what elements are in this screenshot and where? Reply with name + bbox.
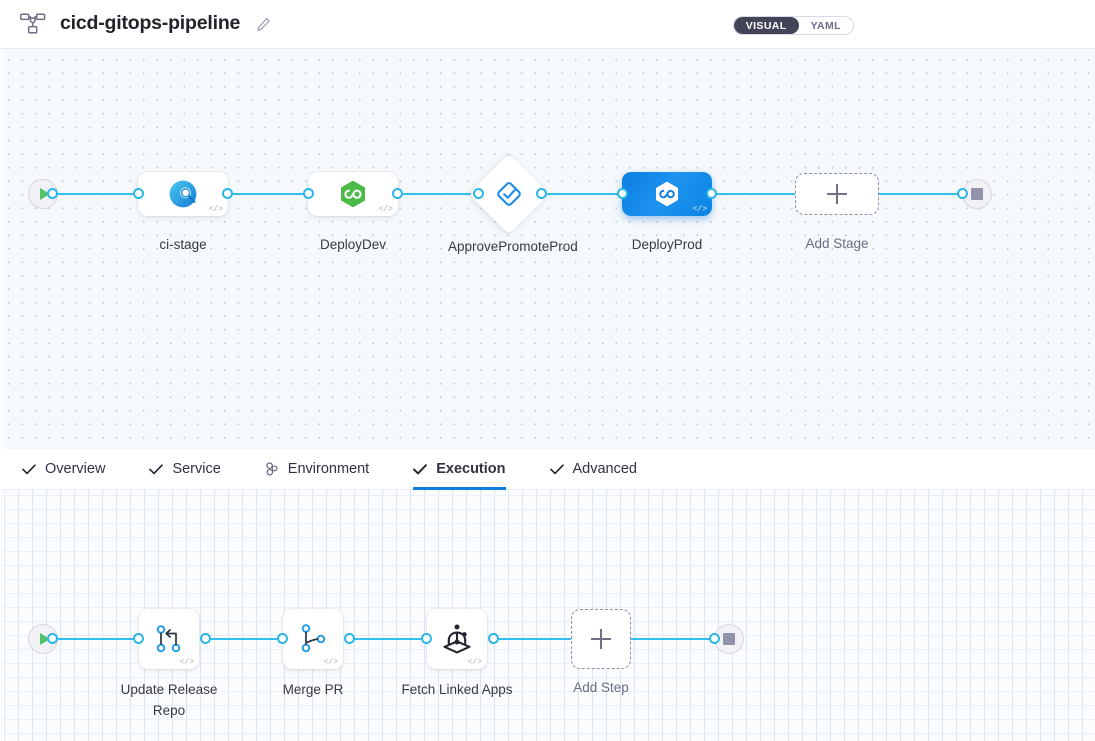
stage-label-ci-stage: ci-stage xyxy=(159,237,207,252)
connector-fetch-to-addstep xyxy=(490,638,574,640)
stage-node-deployprod[interactable]: </> xyxy=(622,172,712,216)
tab-label: Environment xyxy=(287,461,370,477)
port-start-out[interactable] xyxy=(47,188,58,199)
pipeline-hierarchy-icon xyxy=(20,13,46,35)
stage-config-tabs: Overview Service Environment Execution xyxy=(0,449,1095,490)
check-icon xyxy=(549,463,564,475)
toggle-option-yaml[interactable]: YAML xyxy=(810,19,841,32)
argocd-icon xyxy=(443,624,471,654)
stage-label-approvepromoteprod: ApprovePromoteProd xyxy=(448,239,578,254)
check-icon xyxy=(413,463,428,475)
port-ci-stage-in[interactable] xyxy=(133,188,144,199)
connector-addstep-to-end xyxy=(630,638,726,640)
code-badge: </> xyxy=(179,658,194,667)
port-update-in[interactable] xyxy=(133,633,144,644)
port-step-end-in[interactable] xyxy=(709,633,720,644)
add-step-button[interactable] xyxy=(571,609,631,669)
page-header: cicd-gitops-pipeline VISUAL YAML xyxy=(0,0,1095,49)
stop-icon xyxy=(971,188,983,200)
port-approve-out[interactable] xyxy=(536,188,547,199)
port-deployprod-out[interactable] xyxy=(706,188,717,199)
git-merge-icon xyxy=(156,625,181,653)
connector-start-to-ci xyxy=(52,193,148,195)
environment-icon xyxy=(265,462,279,476)
view-mode-toggle[interactable]: VISUAL YAML xyxy=(732,16,854,35)
code-badge: </> xyxy=(692,205,707,214)
port-deploydev-out[interactable] xyxy=(392,188,403,199)
header-left-group: cicd-gitops-pipeline xyxy=(20,13,271,35)
tab-label: Advanced xyxy=(572,461,638,477)
tab-service[interactable]: Service xyxy=(149,449,221,490)
canvas-left-fade xyxy=(0,49,6,449)
port-step-start-out[interactable] xyxy=(47,633,58,644)
stage-graph-canvas[interactable]: </> ci-stage </> DeployDev ApprovePromot… xyxy=(0,49,1095,449)
tab-advanced[interactable]: Advanced xyxy=(549,449,638,490)
stage-node-ci-stage[interactable]: </> xyxy=(138,172,228,216)
code-badge: </> xyxy=(467,658,482,667)
stage-label-deploydev: DeployDev xyxy=(319,237,387,252)
code-badge: </> xyxy=(378,205,393,214)
connector-deployprod-to-addstage xyxy=(705,193,810,195)
step-label-fetch-linked-apps: Fetch Linked Apps xyxy=(401,682,513,697)
step-node-fetch-linked-apps[interactable]: </> xyxy=(427,609,487,669)
stop-icon xyxy=(723,633,735,645)
page-title: cicd-gitops-pipeline xyxy=(60,12,241,35)
check-icon xyxy=(149,463,164,475)
add-stage-label: Add Stage xyxy=(805,236,869,251)
tab-label: Execution xyxy=(436,461,506,477)
add-stage-button[interactable] xyxy=(795,173,879,215)
connector-update-to-merge xyxy=(202,638,298,640)
port-merge-out[interactable] xyxy=(344,633,355,644)
play-icon xyxy=(39,633,50,645)
connector-approve-to-deployprod xyxy=(540,193,640,195)
pencil-edit-icon[interactable] xyxy=(256,17,271,32)
ci-build-search-icon xyxy=(169,180,197,208)
connector-ci-to-deploydev xyxy=(220,193,335,195)
connector-merge-to-fetch xyxy=(346,638,442,640)
connector-addstage-to-end xyxy=(876,193,972,195)
connector-start-to-update xyxy=(52,638,148,640)
tab-execution[interactable]: Execution xyxy=(413,449,506,490)
git-branch-icon xyxy=(301,624,326,653)
connector-deploydev-to-approve xyxy=(392,193,502,195)
port-deploydev-in[interactable] xyxy=(303,188,314,199)
tab-overview[interactable]: Overview xyxy=(22,449,105,490)
port-fetch-in[interactable] xyxy=(421,633,432,644)
add-step-label: Add Step xyxy=(573,680,629,695)
code-badge: </> xyxy=(208,205,223,214)
port-deployprod-in[interactable] xyxy=(617,188,628,199)
step-label-merge-pr: Merge PR xyxy=(282,682,344,697)
plus-icon xyxy=(591,629,611,649)
port-fetch-out[interactable] xyxy=(488,633,499,644)
stage-label-deployprod: DeployProd xyxy=(631,237,703,252)
step-node-merge-pr[interactable]: </> xyxy=(283,609,343,669)
check-icon xyxy=(22,463,36,475)
tab-label: Overview xyxy=(45,461,106,477)
port-ci-stage-out[interactable] xyxy=(222,188,233,199)
port-update-out[interactable] xyxy=(200,633,211,644)
play-icon xyxy=(39,188,50,200)
step-label-update-release-repo: Update Release Repo xyxy=(120,682,218,718)
step-graph-canvas[interactable]: </> Update Release Repo </> Merge PR xyxy=(0,490,1095,741)
gitops-hexagon-icon xyxy=(656,181,678,207)
toggle-option-visual[interactable]: VISUAL xyxy=(733,17,799,34)
port-approve-in[interactable] xyxy=(473,188,484,199)
code-badge: </> xyxy=(323,658,338,667)
gitops-hexagon-icon xyxy=(341,180,365,208)
port-end-in[interactable] xyxy=(957,188,968,199)
tab-environment[interactable]: Environment xyxy=(265,449,369,490)
canvas-left-fade xyxy=(0,490,6,741)
port-merge-in[interactable] xyxy=(277,633,288,644)
tab-label: Service xyxy=(172,461,221,477)
plus-icon xyxy=(827,184,847,204)
stage-node-deploydev[interactable]: </> xyxy=(308,172,398,216)
step-node-update-release-repo[interactable]: </> xyxy=(139,609,199,669)
